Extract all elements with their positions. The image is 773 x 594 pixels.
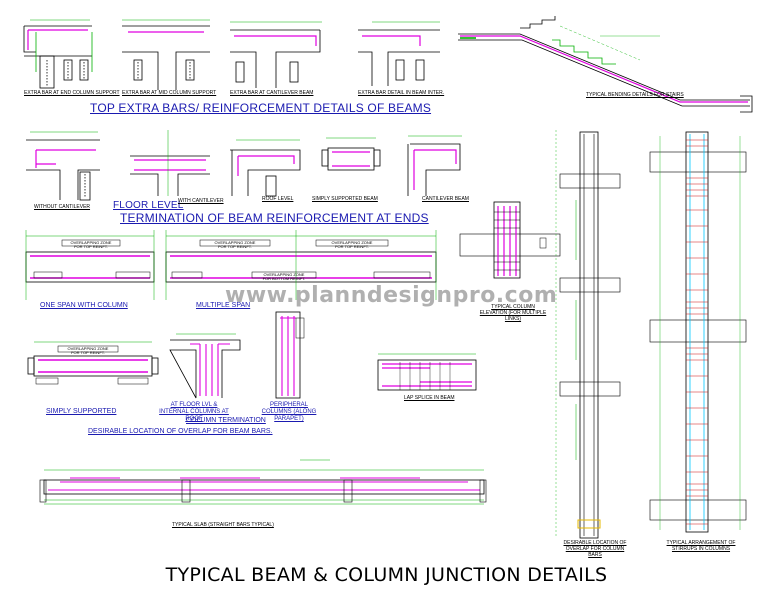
extra-bar-mid-column-detail xyxy=(122,19,210,90)
column-termination-internal xyxy=(169,333,241,399)
label-extra-bar-cantilever: EXTRA BAR AT CANTILEVER BEAM xyxy=(230,90,314,96)
column-elevation-detail xyxy=(459,201,561,279)
label-extra-bar-mid: EXTRA BAR AT MID COLUMN SUPPORT xyxy=(122,90,217,96)
extra-bar-cantilever-detail xyxy=(230,21,322,88)
column-bars-overlap-detail xyxy=(555,130,621,539)
heading-overlap-location: DESIRABLE LOCATION OF OVERLAP FOR BEAM B… xyxy=(88,428,273,435)
label-multiple-span: MULTIPLE SPAN xyxy=(196,302,251,309)
label-column-termination: COLUMN TERMINATION xyxy=(186,417,266,424)
stair-bending-detail xyxy=(458,16,753,113)
watermark: www.planndesignpro.com xyxy=(225,283,558,308)
drawing-title: TYPICAL BEAM & COLUMN JUNCTION DETAILS xyxy=(165,564,608,586)
heading-top-extra-bars: TOP EXTRA BARS/ REINFORCEMENT DETAILS OF… xyxy=(90,101,432,115)
extra-bar-end-column-detail xyxy=(23,19,93,89)
label-without-cantilever: WITHOUT CANTILEVER xyxy=(34,204,91,210)
label-simply-supported: SIMPLY SUPPORTED xyxy=(46,408,117,415)
termination-simply-supported xyxy=(321,137,381,171)
label-typical-slab: TYPICAL SLAB (STRAIGHT BARS TYPICAL) xyxy=(172,522,274,528)
label-extra-bar-inter: EXTRA BAR DETAIL IN BEAM INTER. xyxy=(358,90,445,96)
label-column-overlap: DESIRABLE LOCATION OF OVERLAP FOR COLUMN… xyxy=(563,540,627,558)
label-lap-splice: LAP SPLICE IN BEAM xyxy=(404,395,455,401)
termination-cantilever-beam xyxy=(407,135,462,196)
label-one-span-column: ONE SPAN WITH COLUMN xyxy=(40,302,128,309)
overlap-one-span xyxy=(25,230,155,300)
typical-slab-detail xyxy=(39,459,487,505)
label-cantilever-beam: CANTILEVER BEAM xyxy=(422,196,469,202)
column-termination-peripheral xyxy=(275,311,305,399)
heading-termination: TERMINATION OF BEAM REINFORCEMENT AT END… xyxy=(120,211,429,225)
termination-roof-level xyxy=(230,139,301,197)
overlap-multiple-span xyxy=(165,230,437,300)
label-column-peripheral: PERIPHERAL COLUMNS (ALONG PARAPET) xyxy=(261,402,317,422)
stirrup-arrangement-detail xyxy=(649,131,747,533)
label-extra-bar-end: EXTRA BAR AT END COLUMN SUPPORT xyxy=(24,90,120,96)
termination-with-cantilever xyxy=(130,130,210,196)
lap-splice-beam xyxy=(377,353,477,391)
label-column-internal: AT FLOOR LVL & INTERNAL COLUMNS AT ROOF xyxy=(159,402,229,422)
label-stair-bending: TYPICAL BENDING DETAILS FOR STAIRS xyxy=(586,92,684,98)
label-floor-level: FLOOR LEVEL xyxy=(113,200,184,211)
label-column-elevation: TYPICAL COLUMN ELEVATION (FOR MULTIPLE L… xyxy=(479,304,547,322)
label-roof-level: ROOF LEVEL xyxy=(262,196,294,202)
label-with-cantilever: WITH CANTILEVER xyxy=(178,198,224,204)
label-simply-supported-beam: SIMPLY SUPPORTED BEAM xyxy=(312,196,378,202)
extra-bar-beam-inter-detail xyxy=(358,21,440,86)
termination-without-cantilever xyxy=(26,131,100,201)
label-stirrup-arrangement: TYPICAL ARRANGEMENT OF STIRRUPS IN COLUM… xyxy=(666,540,736,552)
overlap-simply-supported xyxy=(27,341,159,385)
